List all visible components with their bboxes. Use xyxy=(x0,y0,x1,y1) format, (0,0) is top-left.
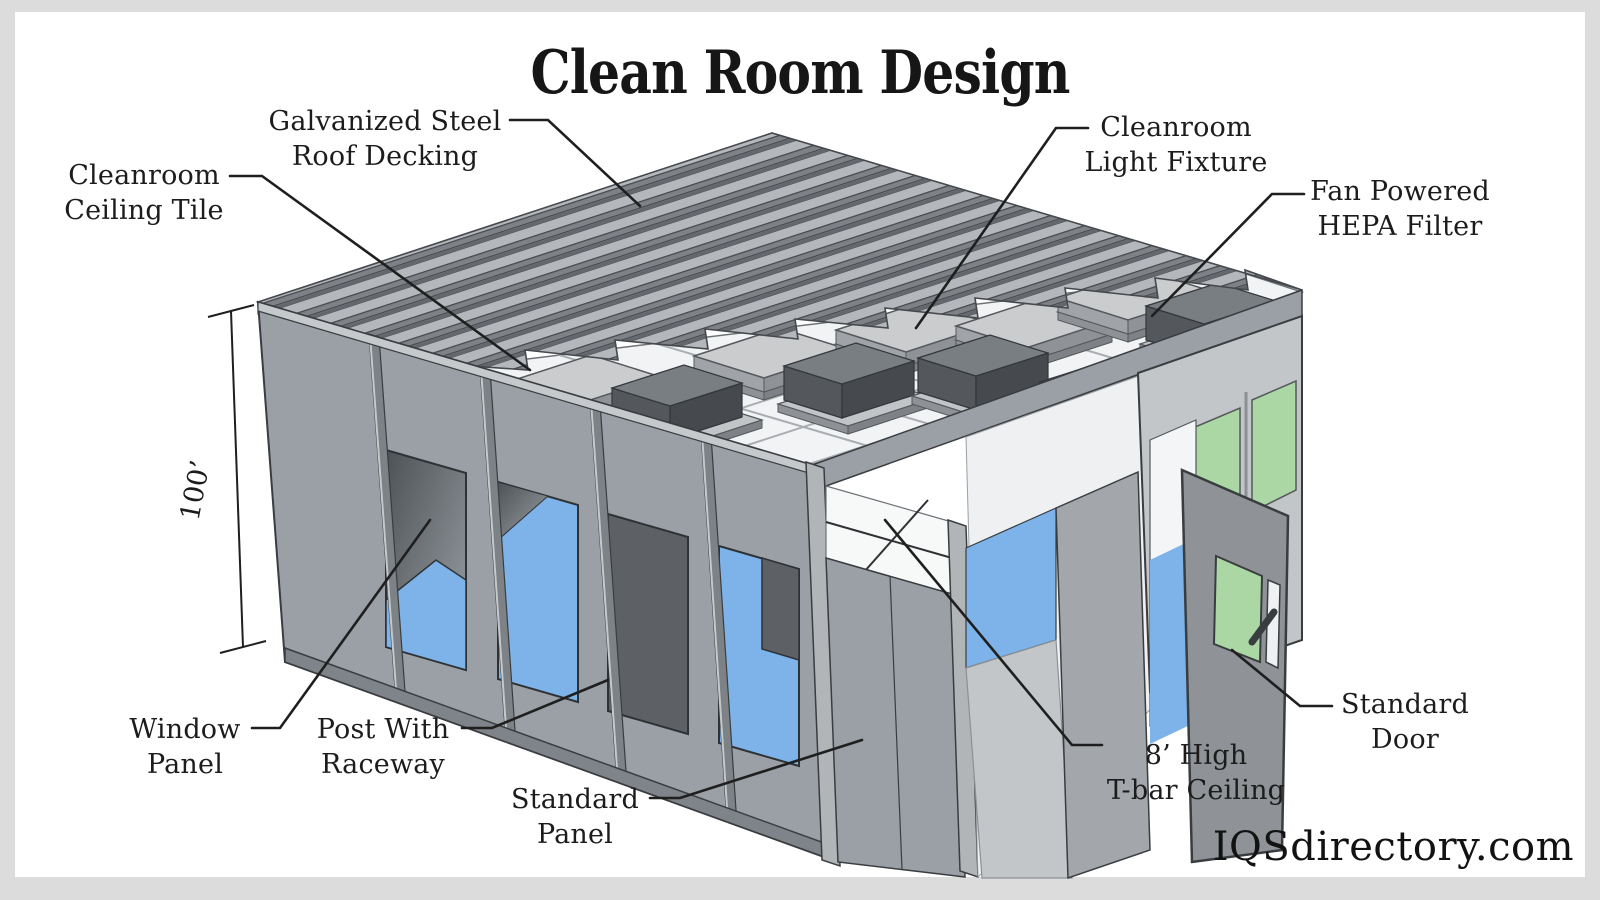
leader-post-raceway xyxy=(460,678,610,730)
leader-window-panel xyxy=(250,518,432,730)
label-standard-panel-line1: Standard xyxy=(510,784,640,815)
label-post-raceway-line2: Raceway xyxy=(320,749,446,780)
wall-post-highlights xyxy=(369,335,729,824)
label-window-panel-line1: Window xyxy=(129,714,241,745)
label-standard-door-line2: Door xyxy=(1371,724,1439,755)
label-standard-door: Standard Door xyxy=(1341,687,1469,757)
label-roof-decking-line2: Roof Decking xyxy=(291,141,479,172)
label-window-panel-line2: Panel xyxy=(146,749,224,780)
leader-standard-door xyxy=(1230,648,1334,708)
watermark: IQSdirectory.com xyxy=(1212,824,1574,870)
label-ceiling-tile-line2: Ceiling Tile xyxy=(64,195,224,226)
leader-roof-decking xyxy=(508,118,642,208)
label-standard-panel: Standard Panel xyxy=(511,782,639,852)
front-wall xyxy=(256,300,841,868)
label-hepa-filter-line2: HEPA Filter xyxy=(1317,211,1483,242)
label-hepa-filter-line1: Fan Powered xyxy=(1310,176,1490,207)
wall-posts xyxy=(368,333,738,826)
window-panel-2 xyxy=(497,480,579,704)
door-window-sliver xyxy=(1265,578,1281,670)
label-hepa-filter: Fan Powered HEPA Filter xyxy=(1310,174,1490,244)
doorway-blue xyxy=(1150,540,1192,744)
label-tbar-ceiling: 8’ High T-bar Ceiling xyxy=(1107,738,1285,808)
door-handle xyxy=(1248,608,1278,646)
label-post-raceway-line1: Post With xyxy=(316,714,450,745)
window-panel-4 xyxy=(718,544,800,768)
label-light-fixture-line2: Light Fixture xyxy=(1084,147,1268,178)
label-standard-panel-line2: Panel xyxy=(536,819,614,850)
label-roof-decking: Galvanized Steel Roof Decking xyxy=(269,104,502,174)
green-glass-2 xyxy=(1251,379,1297,514)
label-ceiling-tile: Cleanroom Ceiling Tile xyxy=(64,158,223,228)
label-roof-decking-line1: Galvanized Steel xyxy=(268,106,502,137)
window-panel-1 xyxy=(385,448,467,672)
leader-hepa-filter xyxy=(1150,192,1306,318)
leader-light-fixture xyxy=(914,126,1090,330)
dimension-100ft: 100’ xyxy=(175,304,267,654)
label-tbar-ceiling-line1: 8’ High xyxy=(1144,740,1248,771)
label-light-fixture: Cleanroom Light Fixture xyxy=(1085,110,1268,180)
label-standard-door-line1: Standard xyxy=(1340,689,1470,720)
leader-ceiling-tile xyxy=(228,174,532,372)
door-window xyxy=(1212,554,1264,664)
leader-standard-panel xyxy=(648,738,864,800)
leader-tbar-ceiling xyxy=(883,518,1104,747)
label-tbar-ceiling-line2: T-bar Ceiling xyxy=(1106,775,1286,806)
label-window-panel: Window Panel xyxy=(129,712,240,782)
standard-door-open xyxy=(1180,468,1290,864)
diagram-title: Clean Room Design xyxy=(530,38,1070,108)
label-ceiling-tile-line1: Cleanroom xyxy=(68,160,220,191)
wall-corner-post xyxy=(805,460,841,868)
cutaway-interior xyxy=(825,371,1161,880)
label-post-raceway: Post With Raceway xyxy=(317,712,450,782)
label-light-fixture-line1: Cleanroom xyxy=(1100,112,1252,143)
leader-lines xyxy=(228,118,1334,800)
